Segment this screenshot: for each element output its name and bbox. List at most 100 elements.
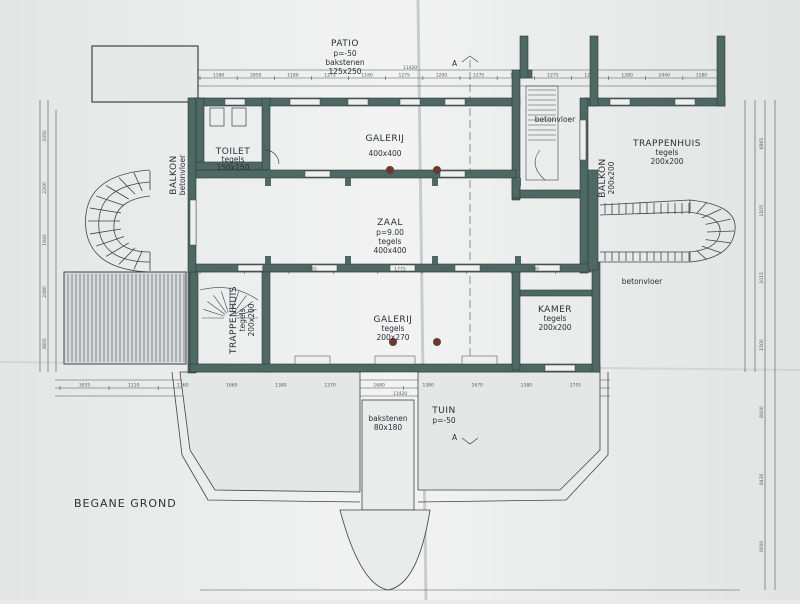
- stair-tread: [133, 250, 143, 270]
- stair-tread: [203, 309, 225, 317]
- tuin-terrace: [179, 371, 361, 493]
- toilet-size: 150x150: [216, 163, 249, 172]
- galerij-bottom-name: GALERIJ: [374, 315, 413, 325]
- trappenhuis-left-name: TRAPPENHUIS: [229, 286, 239, 355]
- patio-name: PATIO: [331, 39, 359, 49]
- stair-tread: [90, 228, 122, 235]
- dimension-label: 1660: [226, 383, 238, 389]
- dimension-label: 8430: [759, 473, 765, 485]
- stair-tread: [233, 295, 247, 314]
- dimension-label: 1500: [759, 339, 765, 351]
- dimension-label: 1180: [361, 73, 373, 79]
- zaal-material: tegels: [379, 237, 402, 246]
- right-curved-stair: [599, 199, 736, 263]
- tuin-name: TUIN: [431, 406, 455, 416]
- zaal-name: ZAAL: [377, 218, 403, 228]
- stair-tread: [96, 195, 125, 206]
- left-stairwell: [199, 287, 259, 319]
- dimension-label: 1210: [261, 267, 273, 273]
- drawing-title: BEGANE GROND: [74, 497, 177, 510]
- path-size: 80x180: [374, 423, 403, 432]
- trappenhuis-left-size: 200x200: [247, 303, 256, 336]
- stair-tread: [207, 301, 226, 315]
- stair-tread: [105, 242, 129, 257]
- dimension-label: 2440: [659, 73, 671, 79]
- dimension-label: 1380: [275, 383, 287, 389]
- stair-tread: [231, 291, 239, 313]
- dimension-label: 1865: [305, 267, 317, 273]
- dimension-label: 1270: [324, 383, 336, 389]
- dimension-label: 1215: [483, 267, 495, 273]
- path-material: bakstenen: [368, 414, 408, 423]
- betonvloer-top-label: betonvloer: [535, 115, 576, 124]
- tuin-path-end: [339, 509, 431, 591]
- stair-tread: [706, 230, 735, 233]
- kamer-size: 200x200: [538, 323, 571, 332]
- left-curved-stair: [85, 169, 151, 273]
- trappenhuis-right-size: 200x200: [650, 157, 683, 166]
- kamer-material: tegels: [544, 314, 567, 323]
- pin-marks: [386, 166, 441, 346]
- walls: [187, 35, 726, 374]
- trappenhuis-left-material: tegels: [238, 308, 247, 331]
- dimension-label: 1180: [696, 73, 708, 79]
- paving: [171, 371, 609, 591]
- dimension-label: 1110: [128, 383, 140, 389]
- section-mark-bottom: A: [452, 433, 458, 442]
- dimension-label: 8400: [759, 406, 765, 418]
- kamer-name: KAMER: [538, 305, 572, 315]
- dimension-label: 1560: [439, 267, 451, 273]
- dimension-label: 1180: [287, 73, 299, 79]
- stair-tread: [701, 208, 722, 219]
- trappenhuis-right-name: TRAPPENHUIS: [632, 139, 701, 149]
- balkon-left-name: BALKON: [169, 155, 179, 195]
- tuin-level: p=-50: [432, 416, 456, 425]
- dimension-label: 1275: [473, 73, 485, 79]
- dimension-label: 1670: [472, 383, 484, 389]
- dimension-label: 2000: [528, 267, 540, 273]
- tuin-terrace-right: [417, 371, 601, 491]
- dimension-label: 1940: [42, 234, 48, 246]
- stair-tread: [705, 218, 731, 225]
- dimension-label: 3350: [42, 130, 48, 142]
- dimension-label: 6965: [759, 138, 765, 150]
- tuin-path: [361, 399, 415, 511]
- galerij-top-name: GALERIJ: [366, 134, 405, 144]
- stair-tread: [133, 172, 143, 192]
- room-labels: PATIO p=-50 bakstenen 125x250 GALERIJ 40…: [74, 39, 701, 510]
- toilet-fixtures: [209, 107, 280, 165]
- stair-tread: [696, 202, 708, 214]
- trappenhuis-right-material: tegels: [656, 148, 679, 157]
- dimension-label: 1200: [510, 73, 522, 79]
- stair-tread: [105, 185, 129, 200]
- stair-tread: [90, 207, 122, 214]
- zaal-level: p=9.00: [376, 228, 404, 237]
- stair-tread: [235, 309, 257, 317]
- dimension-label: 1200: [436, 73, 448, 79]
- stair-tread: [118, 177, 136, 195]
- dimension-label: 1275: [399, 73, 411, 79]
- dimension-label: 2850: [250, 73, 262, 79]
- stair-tread: [696, 250, 708, 260]
- dimension-label: 1640: [216, 267, 228, 273]
- dimension-total-top: 11420: [403, 65, 417, 71]
- dimension-label: 2200: [42, 182, 48, 194]
- balkon-right-size: 200x200: [607, 161, 616, 194]
- dimension-label: 1380: [521, 383, 533, 389]
- dimension-label: 1775: [394, 267, 406, 273]
- betonvloer-right-label: betonvloer: [622, 277, 663, 286]
- zaal-size: 400x400: [373, 246, 406, 255]
- stair-tread: [701, 245, 722, 254]
- galerij-top-size: 400x400: [368, 149, 401, 158]
- dimension-label: 1015: [759, 272, 765, 284]
- dimension-label: 9000: [759, 541, 765, 553]
- stair-tread: [96, 236, 125, 247]
- section-mark-top: A: [452, 59, 458, 68]
- dimension-label: 3800: [42, 338, 48, 350]
- dimension-label: 1180: [213, 73, 225, 79]
- columns: [265, 178, 521, 264]
- balkon-left-material: betonvloer: [178, 154, 187, 195]
- galerij-bottom-size: 200x270: [376, 333, 409, 342]
